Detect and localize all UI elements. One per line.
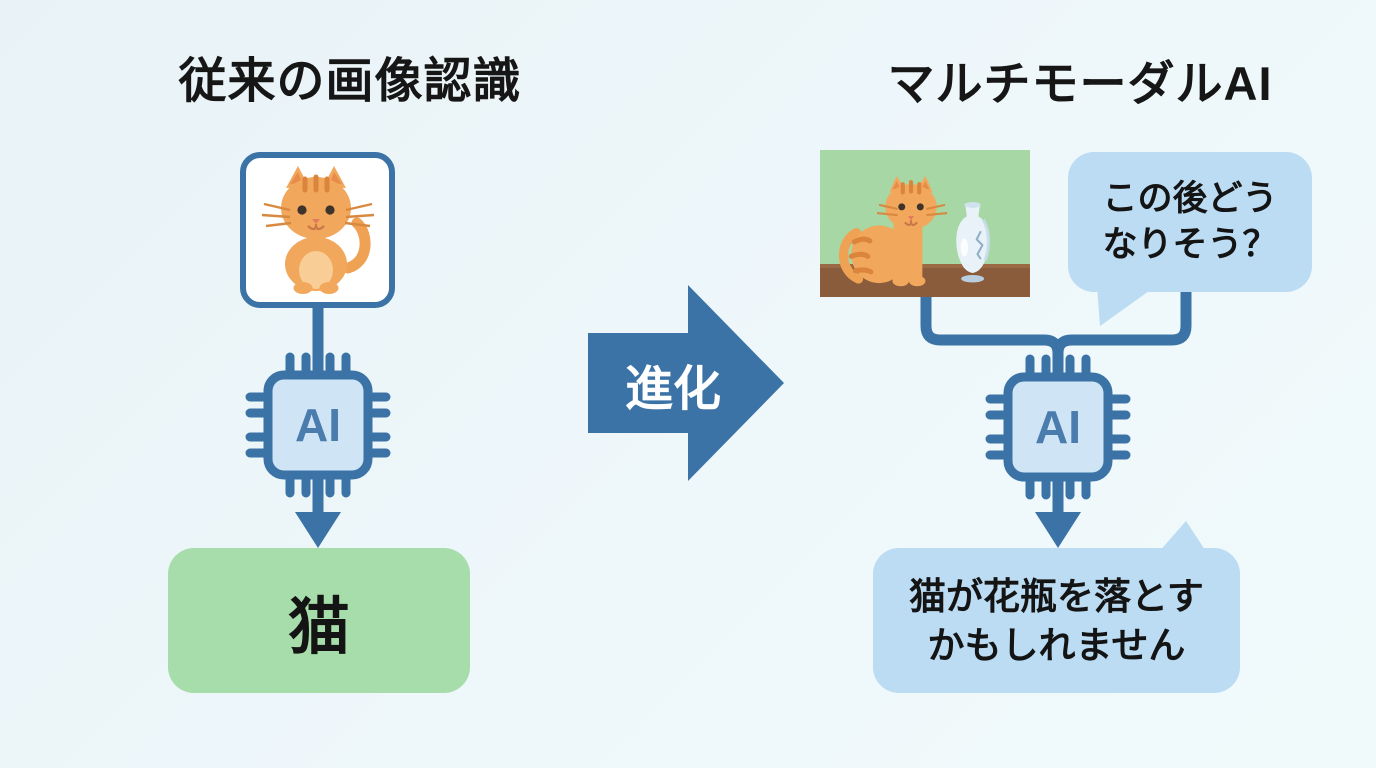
ai-chip-icon: AI <box>985 354 1131 500</box>
chip-label: AI <box>295 399 341 451</box>
question-bubble: この後どう なりそう？ <box>1068 152 1312 292</box>
answer-line-2: かもしれません <box>927 624 1186 666</box>
answer-bubble: 猫が花瓶を落とす かもしれません <box>873 548 1240 693</box>
evolution-arrow-label: 進化 <box>624 363 721 416</box>
evolution-arrow-icon <box>588 285 784 481</box>
cat-icon <box>838 176 948 287</box>
question-line-1: この後どう <box>1102 179 1278 218</box>
chip-label: AI <box>1035 401 1081 453</box>
answer-bubble-tail <box>1158 521 1207 553</box>
output-label-box: 猫 <box>168 548 470 693</box>
left-section-title: 従来の画像認識 <box>178 55 522 108</box>
ai-chip-icon: AI <box>245 352 391 498</box>
answer-line-1: 猫が花瓶を落とす <box>909 575 1204 617</box>
input-photo <box>820 150 1030 297</box>
cat-icon <box>261 166 374 294</box>
question-bubble-tail <box>1097 286 1156 326</box>
right-section-title: マルチモーダルAI <box>887 57 1273 110</box>
vase-icon <box>956 202 991 283</box>
question-line-2: なりそう？ <box>1102 225 1278 264</box>
right-merge-connector <box>920 290 1192 380</box>
input-image-frame <box>240 152 395 308</box>
output-label: 猫 <box>287 592 350 662</box>
